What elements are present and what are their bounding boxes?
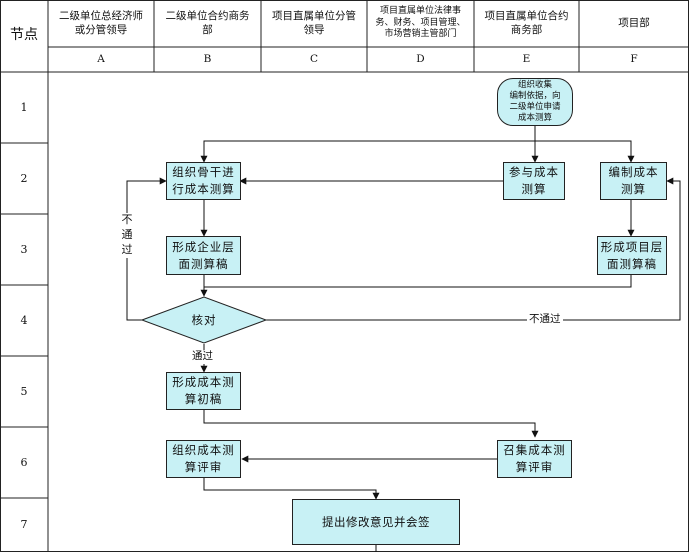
node-participate: 参与成本 测算 <box>503 162 565 200</box>
column-e-letter: E <box>522 52 531 65</box>
edge-project-check <box>204 275 632 288</box>
column-e-title: 项目直属单位合约 商务部 <box>484 10 569 36</box>
node-check: 核对 <box>191 313 217 327</box>
row-number-7: 7 <box>20 518 28 532</box>
node-org-review: 组织成本测 算评审 <box>166 440 241 478</box>
edge-draft-convene <box>203 410 539 438</box>
column-a-letter: A <box>97 52 105 65</box>
column-c-letter: C <box>309 52 319 65</box>
label-not-pass-right: 不通过 <box>527 313 563 327</box>
column-f-title: 项目部 <box>618 16 650 29</box>
row-number-4: 4 <box>20 313 28 327</box>
column-a-title: 二级单位总经济师 或分管领导 <box>59 10 143 36</box>
label-not-pass-left: 不通过 <box>120 213 134 258</box>
row-number-2: 2 <box>20 171 28 185</box>
node-collect-basis: 组织收集 编制依据，向 二级单位申请 成本测算 <box>497 78 573 126</box>
column-c-title: 项目直属单位分管 领导 <box>272 10 356 36</box>
node-enterprise-draft: 形成企业层 面测算稿 <box>166 236 241 275</box>
column-b-letter: B <box>203 52 212 65</box>
node-column-header: 节点 <box>10 27 38 44</box>
label-pass: 通过 <box>191 350 214 364</box>
row-number-3: 3 <box>20 242 28 256</box>
column-d-title: 项目直属单位法律事 务、财务、项目管理、 市场营销主管部门 <box>375 5 466 40</box>
node-project-draft: 形成项目层 面测算稿 <box>597 236 667 275</box>
row-number-6: 6 <box>20 455 28 469</box>
edge-check-notpass-right <box>266 177 681 321</box>
node-revise-sign: 提出修改意见并会签 <box>292 499 460 545</box>
row-number-1: 1 <box>20 100 28 114</box>
column-b-title: 二级单位合约商务 部 <box>165 10 250 36</box>
node-first-draft: 形成成本测 算初稿 <box>166 372 241 410</box>
node-compile: 编制成本 测算 <box>600 162 667 200</box>
column-d-letter: D <box>416 52 425 65</box>
edge-orgreview-revise <box>203 478 380 500</box>
column-f-letter: F <box>630 52 638 65</box>
node-organize-backbone: 组织骨干进 行成本测算 <box>166 162 241 200</box>
check-diamond-shape <box>140 296 268 344</box>
edge-collect-organize <box>200 140 535 163</box>
edge-collect-compile <box>535 140 635 163</box>
node-convene-review: 召集成本测 算评审 <box>497 440 572 478</box>
row-number-5: 5 <box>20 384 28 398</box>
